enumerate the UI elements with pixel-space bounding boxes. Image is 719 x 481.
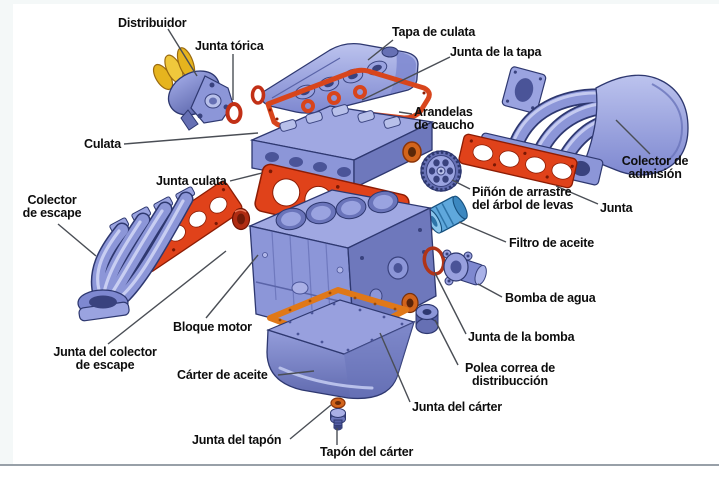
label-tapon-del-carter: Tapón del cárter: [320, 445, 414, 459]
water-pump-part: [442, 249, 487, 286]
leader-polea-correa: [434, 319, 459, 366]
leader-junta-del-carter: [379, 332, 411, 403]
leader-junta-del-colector-de-escape: [107, 250, 227, 345]
leader-lines: [57, 28, 651, 445]
label-colector-de-admision: Colector de admisión: [621, 154, 689, 181]
leader-colector-de-admision: [615, 119, 651, 155]
oil-pan-part: [266, 299, 416, 400]
bottom-divider-line: [0, 464, 719, 466]
label-pinon-de-arrastre: Piñón de arrastre del árbol de levas: [472, 185, 574, 212]
leader-junta-de-la-tapa: [361, 56, 451, 101]
leader-junta-del-tapon: [289, 404, 332, 440]
label-polea-correa-de-distribuccion: Polea correa de distribucción: [464, 361, 556, 388]
label-carter-de-aceite: Cárter de aceite: [177, 368, 268, 382]
rubber-washer-part: [250, 85, 266, 105]
water-pump-gasket-part: [422, 246, 446, 276]
label-junta-de-la-bomba: Junta de la bomba: [468, 330, 575, 344]
label-tapa-de-culata: Tapa de culata: [392, 25, 476, 39]
label-junta-del-carter: Junta del cárter: [412, 400, 502, 414]
leader-tapa-de-culata: [367, 39, 394, 61]
leader-distribuidor: [167, 28, 198, 77]
drain-plug-part: [330, 408, 346, 431]
label-junta-admision: Junta: [600, 201, 633, 215]
leader-arandelas-de-caucho: [398, 111, 413, 115]
label-junta-torica: Junta tórica: [195, 39, 264, 53]
camshaft-gear-part: [420, 150, 462, 192]
label-bomba-de-agua: Bomba de agua: [505, 291, 596, 305]
exhaust-manifold-part: [77, 186, 196, 322]
label-filtro-de-aceite: Filtro de aceite: [509, 236, 595, 250]
label-junta-de-la-tapa: Junta de la tapa: [450, 45, 542, 59]
leader-culata: [123, 132, 259, 145]
label-junta-del-colector-de-escape: Junta del colector de escape: [53, 345, 157, 372]
leader-bomba-de-agua: [477, 283, 503, 298]
label-colector-de-escape: Colector de escape: [22, 193, 82, 220]
o-ring-part: [225, 102, 243, 124]
label-junta-del-tapon: Junta del tapón: [192, 433, 282, 447]
leader-bloque-motor: [205, 254, 259, 319]
page-margin-top: [0, 0, 719, 4]
leader-junta-culata: [229, 172, 263, 182]
leader-junta-admision: [555, 185, 599, 205]
leader-colector-de-escape: [57, 223, 97, 257]
leader-filtro-de-aceite: [458, 221, 507, 243]
leader-carter-de-aceite: [277, 370, 315, 376]
label-distribuidor: Distribuidor: [118, 16, 187, 30]
label-culata: Culata: [84, 137, 122, 151]
leader-junta-de-la-bomba: [434, 272, 467, 335]
distributor-part: [152, 47, 234, 131]
page-margin-left: [0, 4, 13, 464]
intake-gasket-part: [458, 133, 578, 189]
timing-belt-pulley-part: [415, 303, 439, 335]
drain-plug-gasket-part: [330, 397, 346, 409]
label-bloque-motor: Bloque motor: [173, 320, 252, 334]
label-arandelas-de-caucho: Arandelas de caucho: [414, 105, 475, 132]
camshaft-seal-part: [231, 207, 251, 231]
leader-pinon-de-arrastre: [451, 179, 471, 190]
label-junta-culata: Junta culata: [156, 174, 227, 188]
